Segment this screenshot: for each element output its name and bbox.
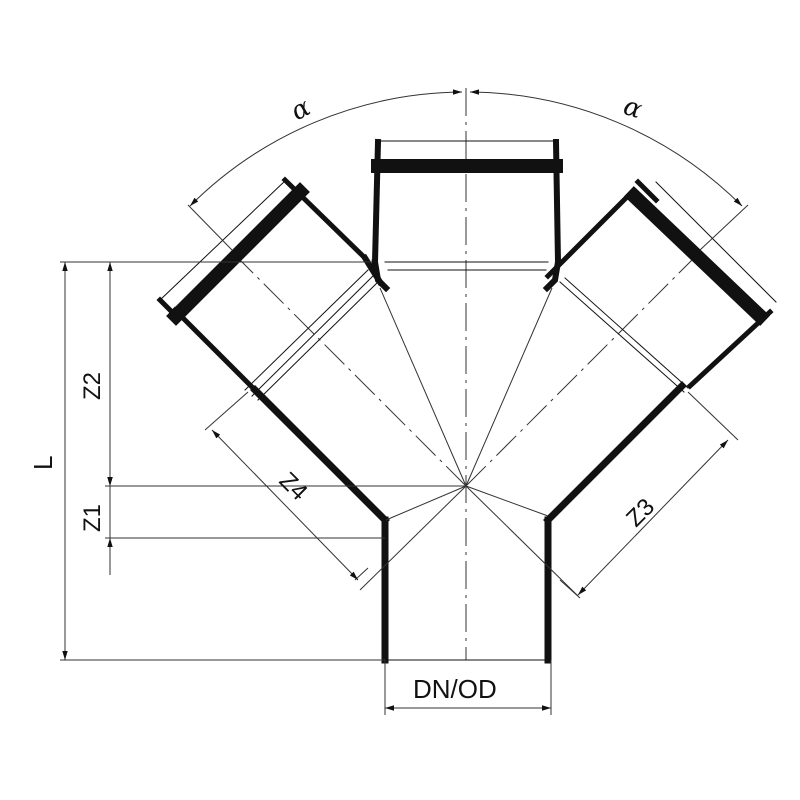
dim-Z4-label: Z4	[274, 467, 313, 506]
centerlines	[239, 88, 693, 660]
construction-lines	[359, 287, 579, 597]
fitting-body	[156, 138, 777, 664]
alpha-left-label: α	[286, 92, 316, 127]
alpha-right-label: α	[620, 91, 646, 125]
dim-Z2-label: Z2	[79, 372, 106, 400]
dim-Z1-label: Z1	[79, 504, 106, 532]
dimension-lines	[60, 89, 749, 715]
dim-DN-OD-label: DN/OD	[413, 674, 497, 704]
dim-L-label: L	[28, 456, 58, 470]
dim-Z3-label: Z3	[621, 493, 660, 532]
